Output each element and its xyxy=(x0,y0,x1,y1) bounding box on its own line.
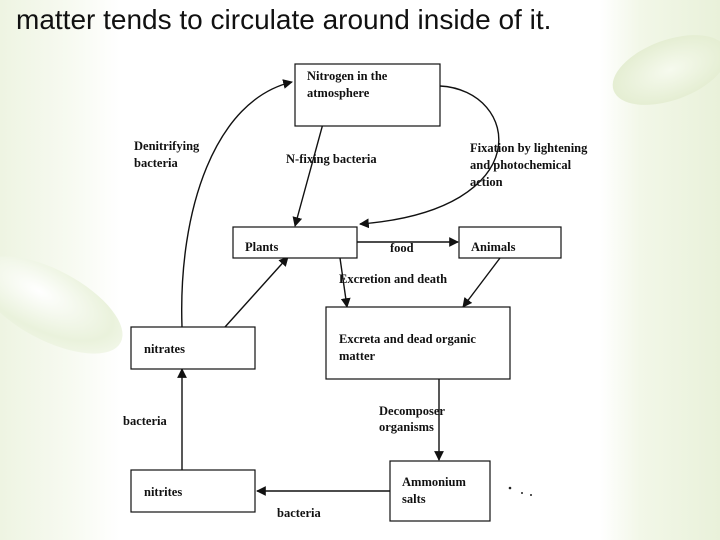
edge-plants-to-excreta xyxy=(339,257,351,308)
node-animals: Animals xyxy=(458,226,562,259)
edge-nitrates-to-plants xyxy=(224,256,289,328)
node-plants: Plants xyxy=(232,226,358,259)
edge-label-excretion: Excretion and death xyxy=(339,272,447,286)
scan-speck xyxy=(521,492,523,494)
scan-speck xyxy=(530,494,532,496)
node-nitrates: nitrates xyxy=(130,326,256,370)
node-label: nitrites xyxy=(144,485,182,499)
node-label-line: Ammonium xyxy=(402,475,466,489)
node-label-line: Nitrogen in the xyxy=(307,69,388,83)
edge-label-bacteria-left: bacteria xyxy=(123,414,167,428)
node-label: nitrates xyxy=(144,342,185,356)
edge-label-bacteria-bottom: bacteria xyxy=(277,506,321,520)
slide-title: matter tends to circulate around inside … xyxy=(16,4,552,35)
edge-label-n-fixing: N-fixing bacteria xyxy=(286,152,377,166)
node-excreta: Excreta and dead organic matter xyxy=(325,306,511,380)
node-label-line: matter xyxy=(339,349,376,363)
node-label-line: Excreta and dead organic xyxy=(339,332,476,346)
edge-denitrifying xyxy=(181,79,293,328)
node-nitrites: nitrites xyxy=(130,469,256,513)
node-label-line: salts xyxy=(402,492,426,506)
node-ammonium: Ammonium salts xyxy=(389,460,491,522)
node-label: Animals xyxy=(471,240,516,254)
node-label-line: atmosphere xyxy=(307,86,370,100)
edge-label-food: food xyxy=(390,241,414,255)
scan-speck xyxy=(508,486,512,490)
edge-fixation xyxy=(359,85,500,229)
edge-animals-to-excreta xyxy=(462,257,501,308)
node-nitrogen-atmosphere: Nitrogen in the atmosphere xyxy=(294,63,441,127)
node-label: Plants xyxy=(245,240,278,254)
